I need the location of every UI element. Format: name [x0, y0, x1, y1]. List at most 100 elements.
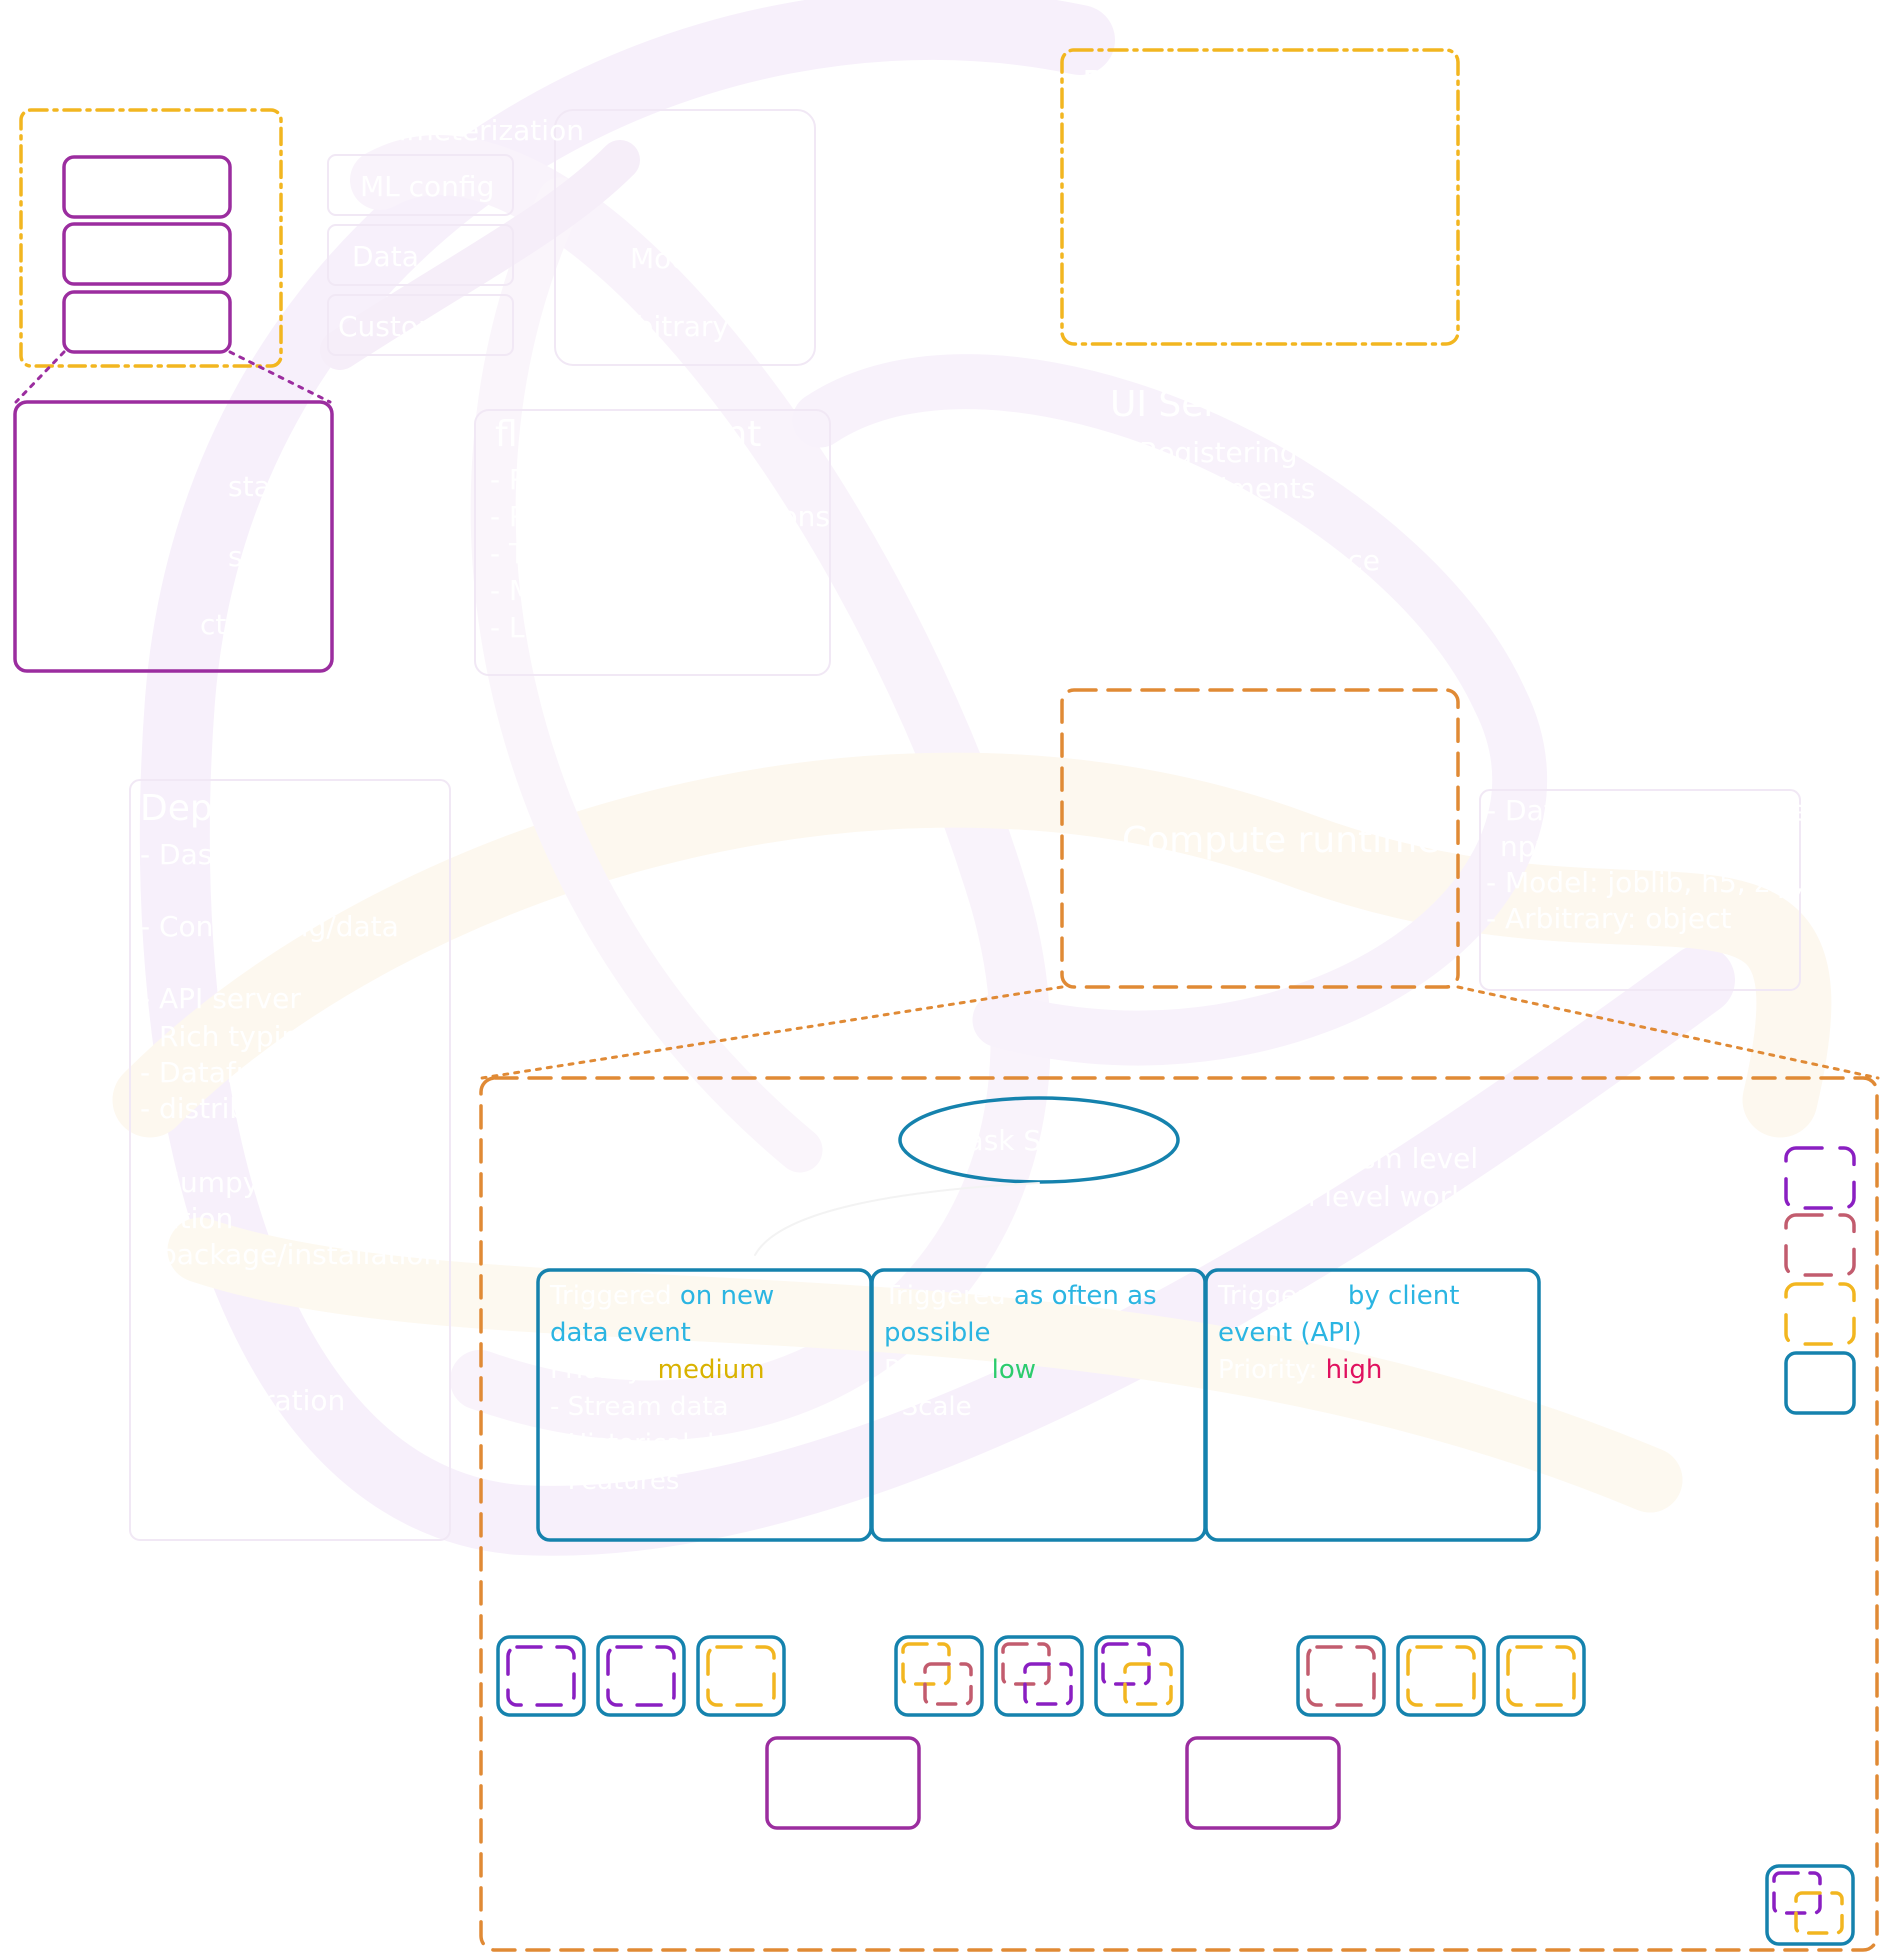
- ghost-ui-5: - Monitor jobs: [1120, 580, 1312, 613]
- worker-4-inner-b: [923, 1662, 973, 1706]
- card-1-triggered: Triggered: [550, 1281, 672, 1311]
- card-1-event: on new: [671, 1281, 775, 1311]
- worker-2-inner: [606, 1645, 676, 1707]
- ghost-dep-line-13: - runtime: [140, 1492, 270, 1525]
- card-2-priority-label: Priority:: [884, 1355, 992, 1385]
- runtime-connector-left: [480, 985, 1064, 1080]
- ghost-box-artifacts: [554, 109, 816, 366]
- swirl-stroke-5: [167, 1217, 1683, 1513]
- card-1-priority-value: medium: [657, 1355, 765, 1385]
- ghost-dep-line-5: - Dataframe handling: [140, 1056, 440, 1089]
- worker-group-3: [1296, 1635, 1586, 1717]
- worker-3-inner: [706, 1645, 776, 1707]
- ghost-ui-4: - Plot performance: [1120, 544, 1380, 577]
- ghost-arbitrary: Arbitrary: [605, 310, 729, 343]
- ghost-dep-line-11: - hosting: [140, 1420, 263, 1453]
- zoom-connector-left: [14, 350, 66, 404]
- ghost-formats-2: npy, npz, etc.: [1500, 830, 1691, 863]
- ghost-dep-line-3: - API server: [140, 982, 301, 1015]
- worker-5-inner-b: [1023, 1662, 1073, 1706]
- card-2-line2: possible: [884, 1318, 991, 1348]
- swirl-stroke-3: [112, 752, 1832, 1138]
- ghost-model: Model: [630, 242, 715, 275]
- ghost-compute-runtime: Compute runtime: [1122, 820, 1440, 861]
- card-2-event: as often as: [1005, 1281, 1157, 1311]
- card-2-priority-value: low: [991, 1355, 1037, 1385]
- stage-detail-box: [13, 400, 334, 673]
- card-1-line2: data event: [550, 1318, 691, 1348]
- mixed-worker-icon-inner-b: [1794, 1891, 1844, 1935]
- card-2-extra-1: - Scale: [884, 1392, 972, 1422]
- ghost-client-line-4: - Monitoring jobs: [490, 574, 725, 607]
- pipeline-group-box: [19, 108, 283, 368]
- ghost-ui-2: - Experiments: [1120, 472, 1316, 505]
- legend-yellow-dashed: [1784, 1282, 1856, 1346]
- worker-9-inner: [1506, 1645, 1576, 1707]
- ghost-dask-scheduler: Dask Scheduler: [945, 1124, 1164, 1157]
- ghost-client-line-2: - Requesting predictions: [490, 500, 831, 533]
- ghost-box-ml-config: [327, 154, 514, 216]
- worker-1-inner: [506, 1645, 576, 1707]
- worker-9-outer: [1496, 1635, 1586, 1717]
- ghost-box-data: [327, 224, 514, 286]
- ghost-box-formats: [1479, 789, 1801, 991]
- ghost-dep-line-8: ization: [140, 1202, 234, 1235]
- legend-rose-dashed: [1784, 1213, 1856, 1277]
- legend-violet-dashed: [1784, 1146, 1856, 1210]
- runtime-connector-right: [1456, 985, 1880, 1080]
- trigger-card-3: [1204, 1268, 1541, 1542]
- card-3-priority-value: high: [1325, 1355, 1383, 1385]
- trigger-card-3-text: Triggered by client event (API) Priority…: [1218, 1278, 1533, 1389]
- card-2-triggered: Triggered: [884, 1281, 1006, 1311]
- legend: [1784, 1146, 1856, 1415]
- worker-8-inner: [1406, 1645, 1476, 1707]
- dask-scheduler-node: [898, 1096, 1180, 1184]
- pipeline-row-3: [62, 290, 232, 354]
- ghost-dependencies-title: Dependencies: [140, 788, 397, 829]
- ghost-ui-1: - Registering: [1120, 436, 1298, 469]
- worker-6-outer: [1094, 1635, 1184, 1717]
- compute-runtime-box: [1060, 688, 1460, 989]
- ghost-formats-1: - Data: parquet, feather,: [1486, 794, 1829, 827]
- ghost-p-2: - B: [1082, 152, 1121, 185]
- swirl-stroke-4: [792, 354, 1548, 1066]
- card-1-priority-label: Priority:: [550, 1355, 658, 1385]
- ghost-p-title: P: [1082, 64, 1104, 105]
- swirl-stroke-2: [350, 135, 1051, 1441]
- ghost-ui-server: UI Server: [1110, 384, 1277, 425]
- mixed-worker-icon-outer: [1765, 1864, 1855, 1946]
- purple-node-right: [1185, 1736, 1341, 1830]
- ghost-p-1: - V: [1082, 116, 1121, 149]
- ghost-scale: scale: [1790, 1516, 1863, 1549]
- ghost-client-title: flowdapt client: [495, 414, 762, 455]
- worker-group-2: [894, 1635, 1184, 1717]
- ghost-dep-line-10: - orchestration: [140, 1384, 346, 1417]
- ghost-dep-line-1: - Dask scheduling: [140, 838, 389, 871]
- ghost-formats-4: - Arbitrary: object: [1486, 902, 1732, 935]
- worker-3-outer: [696, 1635, 786, 1717]
- worker-2-outer: [596, 1635, 686, 1717]
- ghost-dep-line-6: - distribution: [140, 1092, 319, 1125]
- ghost-ui-3: - Workflows: [1120, 508, 1283, 541]
- card-1-extra-1: - Stream data: [550, 1392, 729, 1422]
- ghost-client-line-5: - Language agnostic: [490, 611, 775, 644]
- ghost-data: Data: [352, 240, 419, 273]
- ghost-p-4: - Fi: [1082, 224, 1123, 257]
- ghost-p-5: Cy: [1100, 260, 1137, 293]
- ghost-ml-config: ML config: [360, 170, 495, 203]
- ghost-parameterization: Parameterization: [345, 114, 584, 147]
- ghost-p-3: - S: [1082, 188, 1119, 221]
- trigger-card-1-text: Triggered on new data event Priority: me…: [550, 1278, 865, 1500]
- swirl-stroke-7: [320, 140, 640, 370]
- legend-teal-solid: [1784, 1351, 1856, 1415]
- ghost-custom: Custom: [338, 310, 446, 343]
- runtime-detail-box: [479, 1076, 1879, 1952]
- worker-6-inner-b: [1123, 1662, 1173, 1706]
- ghost-client-line-1: - Remote software: [490, 463, 747, 496]
- card-3-priority-label: Priority:: [1218, 1355, 1326, 1385]
- ghost-box-custom: [327, 294, 514, 356]
- ghost-stage-1: stage: [228, 470, 306, 503]
